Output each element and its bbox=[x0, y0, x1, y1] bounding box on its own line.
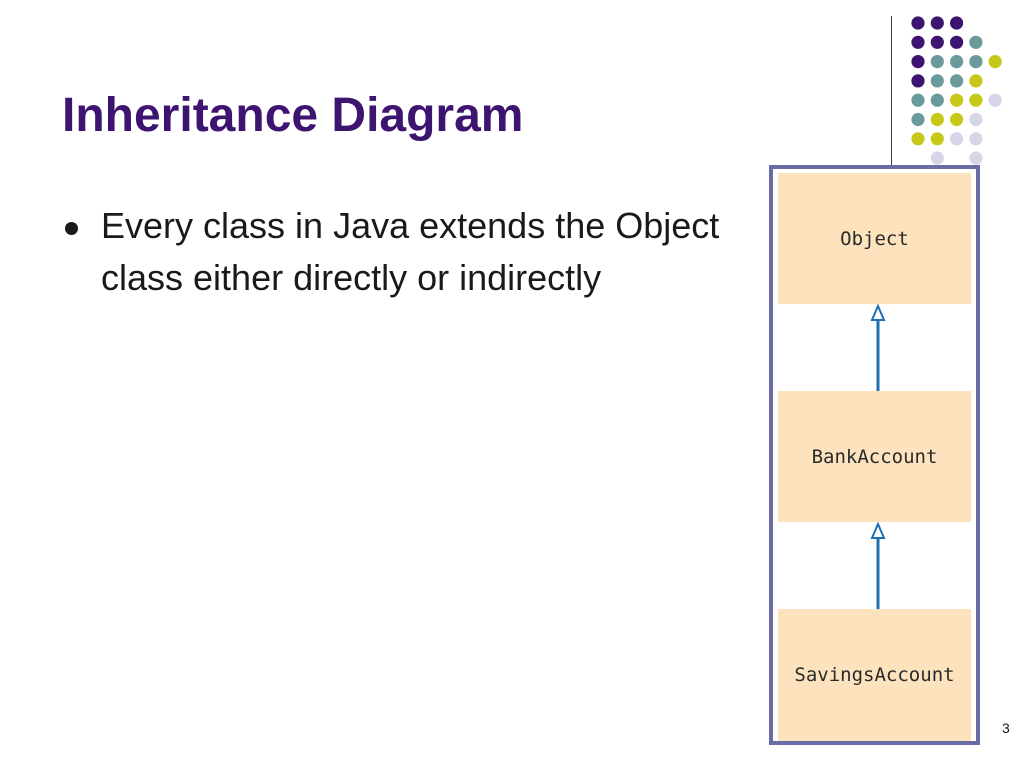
bullet-text: Every class in Java extends the Object c… bbox=[101, 205, 720, 298]
class-label-savingsaccount: SavingsAccount bbox=[794, 664, 955, 686]
decorative-dot bbox=[950, 74, 964, 88]
decorative-dot bbox=[950, 112, 964, 127]
decorative-dot bbox=[969, 93, 983, 107]
decorative-dot bbox=[930, 16, 944, 30]
class-box-savingsaccount: SavingsAccount bbox=[778, 609, 971, 741]
decorative-dot bbox=[950, 35, 964, 49]
inheritance-arrow-bankaccount-to-object bbox=[870, 304, 886, 391]
decorative-dot bbox=[911, 93, 925, 107]
decorative-dot bbox=[950, 16, 964, 30]
decorative-dot bbox=[930, 93, 944, 107]
decorative-dot bbox=[911, 132, 925, 146]
decorative-dot bbox=[911, 16, 925, 30]
decorative-dot bbox=[930, 35, 944, 49]
decorative-dot bbox=[930, 151, 944, 165]
decorative-dot bbox=[911, 74, 925, 88]
page-number: 3 bbox=[1002, 720, 1010, 736]
inheritance-arrow-savingsaccount-to-bankaccount bbox=[870, 522, 886, 609]
inheritance-diagram: Object BankAccount SavingsAccount bbox=[769, 165, 980, 745]
decorative-dot bbox=[930, 55, 944, 69]
bullet-item: Every class in Java extends the Object c… bbox=[62, 200, 742, 304]
decorative-dot bbox=[911, 55, 925, 69]
decorative-dot bbox=[950, 93, 964, 107]
decorative-dot bbox=[950, 132, 964, 146]
decorative-dot bbox=[988, 55, 1002, 69]
decorative-dot bbox=[969, 132, 983, 146]
class-box-bankaccount: BankAccount bbox=[778, 391, 971, 522]
decorative-dot bbox=[969, 112, 983, 127]
class-label-object: Object bbox=[840, 227, 909, 250]
decorative-dot bbox=[930, 74, 944, 88]
decorative-dot bbox=[950, 55, 964, 69]
decorative-dot bbox=[930, 112, 944, 127]
bullet-list: Every class in Java extends the Object c… bbox=[62, 200, 742, 304]
decorative-dot bbox=[969, 74, 983, 88]
decorative-dot bbox=[969, 55, 983, 69]
class-label-bankaccount: BankAccount bbox=[811, 445, 938, 468]
decorative-dot bbox=[988, 93, 1002, 107]
class-box-object: Object bbox=[778, 173, 971, 304]
decorative-dot bbox=[969, 151, 983, 165]
decorative-dot bbox=[911, 112, 925, 127]
decorative-dot bbox=[969, 35, 983, 49]
bullet-marker bbox=[65, 222, 78, 235]
decorative-dot bbox=[930, 132, 944, 146]
vertical-divider-line bbox=[891, 16, 892, 171]
slide-title: Inheritance Diagram bbox=[62, 89, 524, 142]
decorative-dot bbox=[911, 35, 925, 49]
